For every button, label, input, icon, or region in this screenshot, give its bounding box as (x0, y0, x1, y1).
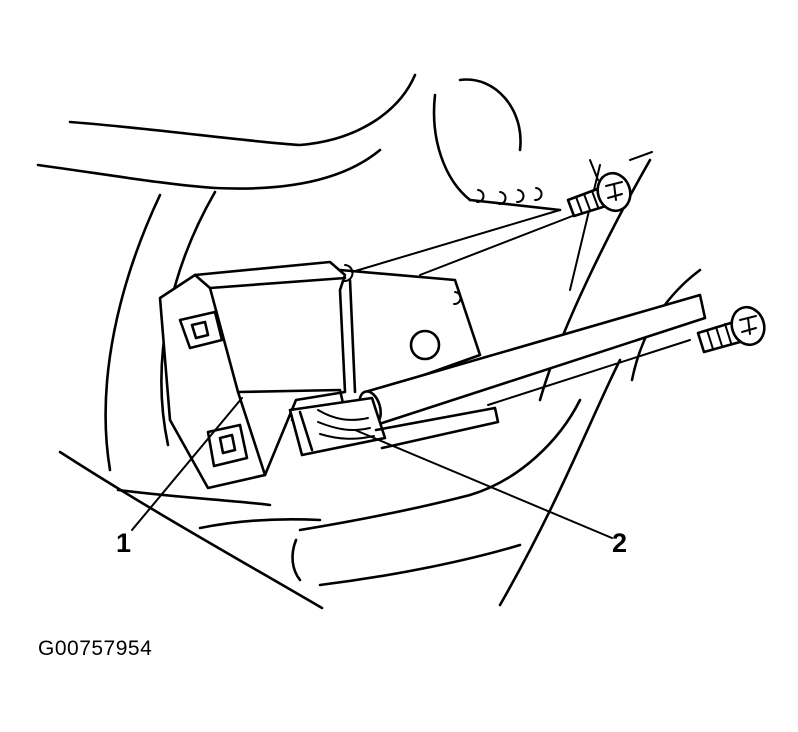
mounting-bracket (338, 78, 562, 382)
screw-icon (696, 305, 766, 354)
figure-id-label: G00757954 (38, 637, 153, 660)
harness-connector (288, 396, 500, 457)
leader-line-2 (354, 429, 613, 539)
background-panel (36, 73, 702, 610)
guide-lines (351, 151, 691, 406)
wire-harness (358, 293, 707, 427)
leader-line-1 (131, 397, 243, 531)
leader-lines (131, 397, 613, 539)
screw-icon (566, 171, 632, 218)
module-body (158, 260, 357, 490)
callout-label-2: 2 (612, 528, 628, 558)
callout-label-1: 1 (116, 528, 132, 558)
